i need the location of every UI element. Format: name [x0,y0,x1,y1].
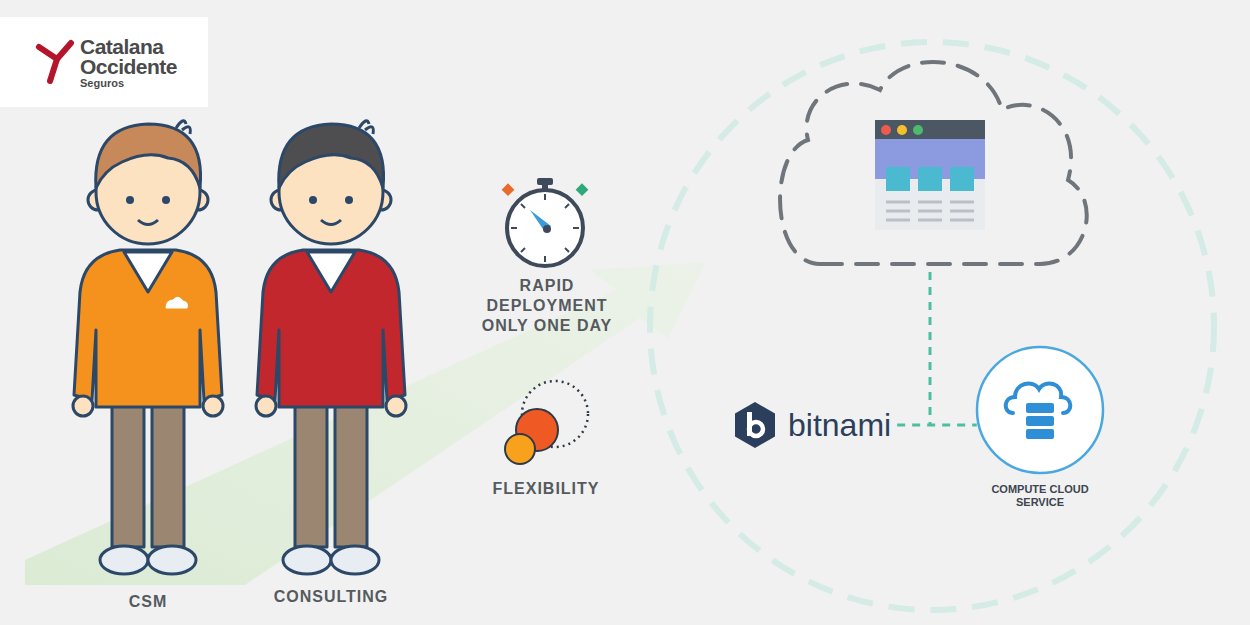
bitnami-wordmark: bitnami [788,405,891,445]
consulting-person [256,121,406,574]
cloud-icon [1006,383,1071,413]
logo-stroke [50,59,57,81]
stopwatch-icon [502,178,589,266]
dashed-connector [897,424,977,427]
server-icon [1026,403,1054,413]
bitnami-hex-icon [730,400,780,450]
server-icon [1026,416,1054,426]
company-name: Catalana Occidente [80,37,192,77]
caption-label: CSM [88,593,208,611]
cloud-wire [929,272,932,425]
compute-service-node: COMPUTE CLOUD SERVICE [975,345,1105,509]
circle-outline [977,347,1103,473]
browser-icon [875,120,985,230]
bitnami-logo: bitnami [730,402,891,448]
glyph-bowl [749,422,763,436]
flexibility-icon [505,381,588,464]
hexagon [735,402,775,448]
server-icon [1026,429,1054,439]
csm-person [73,121,223,574]
logo-box: Catalana OccidenteSeguros [0,17,208,107]
caption-label: FLEXIBILITY [466,479,626,499]
service-label: COMPUTE CLOUD SERVICE [988,483,1092,509]
caption-label: CONSULTING [246,588,416,606]
company-subtitle: Seguros [80,77,198,90]
cloud-outline [780,62,1087,264]
logo-stroke [39,43,71,59]
caption-label: RAPID DEPLOYMENT ONLY ONE DAY [472,276,622,336]
boundary-circle [650,42,1214,610]
logo-mark [33,37,77,87]
compute-circle [975,345,1105,475]
